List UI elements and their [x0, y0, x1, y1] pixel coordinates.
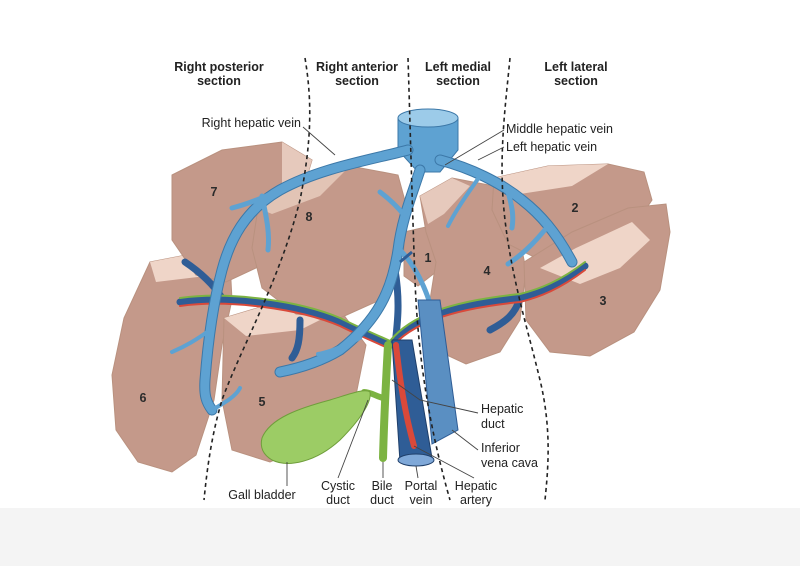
liver-lobes — [111, 141, 671, 473]
leader-portal-vein — [415, 465, 419, 479]
section-dividers — [203, 57, 549, 501]
label-left-hepatic-vein: Left hepatic vein — [506, 140, 597, 154]
leader-right-hepatic-vein — [302, 126, 336, 156]
middle-hepatic-vein-tributary-8 — [377, 189, 407, 218]
ivc-top-opening — [397, 108, 459, 128]
label-hepatic-artery-1: Hepatic — [455, 479, 497, 493]
hilum-structures — [260, 250, 459, 467]
divider-left-medial-lateral — [501, 57, 549, 501]
gall-bladder — [260, 390, 371, 464]
label-bile-duct-2: duct — [370, 493, 394, 507]
divider-right-posterior-anterior — [203, 57, 311, 501]
leader-middle-hepatic-vein — [444, 129, 505, 166]
label-cystic-duct-2: duct — [326, 493, 350, 507]
label-portal-vein-2: vein — [410, 493, 433, 507]
right-hepatic-vein-tributary-7 — [229, 187, 283, 211]
header-left-lateral-2: section — [554, 74, 598, 88]
divider-right-anterior-left-medial — [407, 57, 451, 501]
leader-hepatic-duct — [391, 379, 479, 414]
label-middle-hepatic-vein: Middle hepatic vein — [506, 122, 613, 136]
segment-number-5: 5 — [259, 395, 266, 409]
segment-number-2: 2 — [572, 201, 579, 215]
structure-labels: Right hepatic vein Middle hepatic vein L… — [202, 116, 613, 507]
segment-number-3: 3 — [600, 294, 607, 308]
label-cystic-duct-1: Cystic — [321, 479, 355, 493]
header-right-posterior-2: section — [197, 74, 241, 88]
label-hepatic-duct-2: duct — [481, 417, 505, 431]
ivc-lower — [417, 299, 459, 445]
header-left-lateral-1: Left lateral — [544, 60, 607, 74]
bile-duct-trunk — [379, 341, 392, 462]
label-right-hepatic-vein: Right hepatic vein — [202, 116, 301, 130]
segment-number-6: 6 — [140, 391, 147, 405]
lobe-segment-3-face — [540, 222, 650, 284]
bottom-band — [0, 508, 800, 566]
header-left-medial-2: section — [436, 74, 480, 88]
lobe-segment-8-face — [258, 166, 350, 214]
header-left-medial-1: Left medial — [425, 60, 491, 74]
middle-hepatic-vein — [275, 165, 425, 377]
leader-ivc — [451, 429, 479, 451]
left-hepatic-vein-tributary-2 — [505, 189, 516, 231]
leader-hepatic-artery — [413, 445, 475, 479]
middle-hepatic-vein-tributary-5 — [316, 336, 362, 356]
right-hepatic-vein-tributary-6 — [170, 328, 212, 354]
segment-number-8: 8 — [306, 210, 313, 224]
header-right-anterior-2: section — [335, 74, 379, 88]
lobe-segment-2-face — [494, 164, 608, 194]
header-right-anterior-1: Right anterior — [316, 60, 398, 74]
portal-vein-branches — [176, 258, 589, 362]
label-ivc-1: Inferior — [481, 441, 520, 455]
portal-triad-branches — [176, 258, 589, 362]
hepatic-artery-trunk — [393, 342, 417, 449]
leader-cystic-duct — [337, 399, 369, 479]
header-right-posterior-1: Right posterior — [174, 60, 264, 74]
segment-number-1: 1 — [425, 251, 432, 265]
right-hepatic-vein-tributary-upper — [259, 193, 271, 253]
right-hepatic-vein-tributary-5 — [210, 386, 242, 412]
left-hepatic-vein-tributary-4 — [446, 174, 482, 228]
leader-left-hepatic-vein — [477, 146, 505, 161]
segment-number-4: 4 — [484, 264, 491, 278]
label-hepatic-duct-1: Hepatic — [481, 402, 523, 416]
portal-vein-opening — [397, 453, 435, 467]
caudate-vessel — [399, 250, 413, 264]
segment-number-7: 7 — [211, 185, 218, 199]
hepatic-veins — [170, 108, 578, 416]
segment-numbers: 1 2 3 4 5 6 7 8 — [140, 185, 607, 409]
lobe-segment-4-face — [420, 178, 470, 224]
right-hepatic-vein — [200, 145, 413, 415]
label-gall-bladder: Gall bladder — [228, 488, 295, 502]
label-hepatic-artery-2: artery — [460, 493, 493, 507]
left-hepatic-vein — [435, 155, 577, 267]
leader-lines — [286, 126, 505, 486]
label-ivc-2: vena cava — [481, 456, 538, 470]
label-portal-vein-1: Portal — [405, 479, 438, 493]
label-bile-duct-1: Bile — [372, 479, 393, 493]
section-headers: Right posterior section Right anterior s… — [174, 60, 607, 88]
